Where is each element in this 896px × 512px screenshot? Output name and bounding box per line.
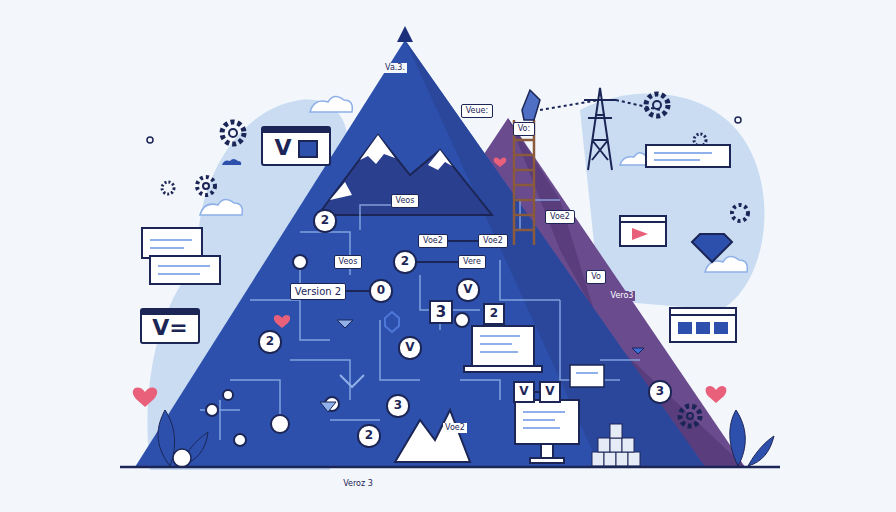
node-text: Voe2 (483, 237, 503, 246)
node-text: Vo (591, 273, 601, 282)
node-text: 3 (656, 385, 664, 398)
version-label: Veroz 3 (341, 479, 375, 489)
node-text: V (519, 385, 528, 398)
node-text: V (463, 283, 472, 296)
node-text: Vo: (518, 125, 530, 134)
node-text: 2 (321, 214, 329, 227)
version-tag: Vo: (513, 122, 535, 137)
version-tag: Voe2 (478, 234, 508, 249)
node-text: 3 (436, 304, 446, 321)
number-circle: 3 (386, 394, 409, 417)
node-text: Veue: (466, 107, 488, 116)
version-tag: Voe2 (545, 210, 575, 225)
number-circle: 2 (393, 250, 416, 273)
node-text: V= (152, 316, 187, 340)
app-window: V (261, 126, 331, 166)
version-tag: Veue: (461, 104, 493, 119)
circuit-connector (448, 240, 478, 242)
number-circle: 0 (369, 279, 392, 302)
node-text: Version 2 (295, 286, 341, 297)
version-tag: Veos (391, 194, 420, 209)
version-tag: Veos (334, 255, 363, 270)
number-box: 3 (429, 300, 454, 325)
number-circle: 2 (313, 209, 336, 232)
node-text: V (274, 136, 291, 160)
number-box: V (513, 381, 534, 402)
version-label: Vero3 (609, 291, 636, 301)
node-text: Veos (339, 258, 358, 267)
version-label: Voe2 (443, 423, 467, 433)
window-icon (298, 140, 318, 158)
circuit-connector (346, 290, 369, 292)
circuit-connector (417, 261, 459, 263)
version-tag: Version 2 (290, 283, 346, 300)
number-circle: 3 (648, 380, 671, 403)
node-text: Voe2 (423, 237, 443, 246)
node-text: 2 (365, 429, 373, 442)
app-window: V= (140, 308, 200, 344)
version-tag: Vere (458, 255, 486, 270)
number-box: 2 (483, 303, 504, 324)
node-text: V (405, 341, 414, 354)
version-tag: Vo (586, 270, 606, 285)
number-circle: 2 (357, 424, 380, 447)
node-text: 2 (266, 335, 274, 348)
node-text: Voe2 (550, 213, 570, 222)
number-circle: 2 (258, 330, 281, 353)
number-circle: V (398, 336, 421, 359)
node-text: 0 (377, 284, 385, 297)
number-box: V (539, 381, 560, 402)
node-text: V (545, 385, 554, 398)
version-tag: Voe2 (418, 234, 448, 249)
node-text: 3 (394, 399, 402, 412)
node-text: Vere (463, 258, 481, 267)
number-circle: V (456, 278, 479, 301)
node-text: 2 (490, 307, 498, 320)
node-text: Veos (396, 197, 415, 206)
title-text: Va.3. (383, 63, 407, 73)
node-text: 2 (401, 255, 409, 268)
